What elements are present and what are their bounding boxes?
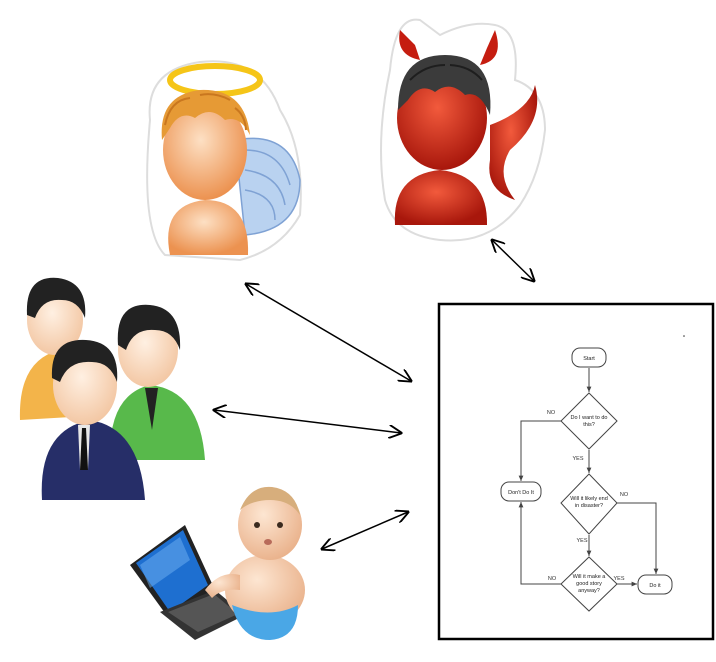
arrow-devil-flowchart [492, 240, 534, 281]
arrow-people-flowchart [214, 410, 401, 433]
flowchart-start-text: Start [583, 356, 595, 362]
business-people-icon [19, 277, 205, 500]
flowchart-do-node [637, 574, 673, 595]
decision-want-line1: Do I want to do [571, 415, 608, 421]
branch-label-yes-1: YES [572, 456, 583, 462]
decision-want-line2: this? [583, 422, 595, 428]
devil-icon [380, 18, 547, 242]
branch-label-no-2: NO [620, 492, 629, 498]
decision-disaster-line1: Will it likely end [570, 496, 608, 502]
flowchart: Start Do I want to do this? Will it like… [500, 347, 673, 612]
branch-label-no-1: NO [547, 410, 556, 416]
flowchart-decision-story [560, 556, 618, 612]
decision-story-line1: Will it make a [573, 574, 607, 580]
baby-laptop-icon [130, 486, 305, 640]
branch-label-no-3: NO [548, 576, 557, 582]
decision-story-line3: anyway? [578, 588, 600, 594]
branch-label-yes-2: YES [576, 538, 587, 544]
decision-story-line2: good story [576, 581, 602, 587]
flowchart-dont-node [500, 481, 542, 502]
decision-disaster-line2: in disaster? [575, 503, 603, 509]
arrow-baby-flowchart [322, 512, 408, 549]
flowchart-decision-disaster [560, 473, 618, 535]
arrow-angel-flowchart [246, 284, 411, 381]
angel-icon [146, 60, 302, 262]
branch-label-yes-3: YES [613, 576, 624, 582]
dont-node-text: Don't Do It [508, 490, 534, 496]
flowchart-decision-want [560, 392, 618, 450]
flowchart-start-node [571, 347, 607, 368]
do-node-text: Do it [649, 583, 661, 589]
